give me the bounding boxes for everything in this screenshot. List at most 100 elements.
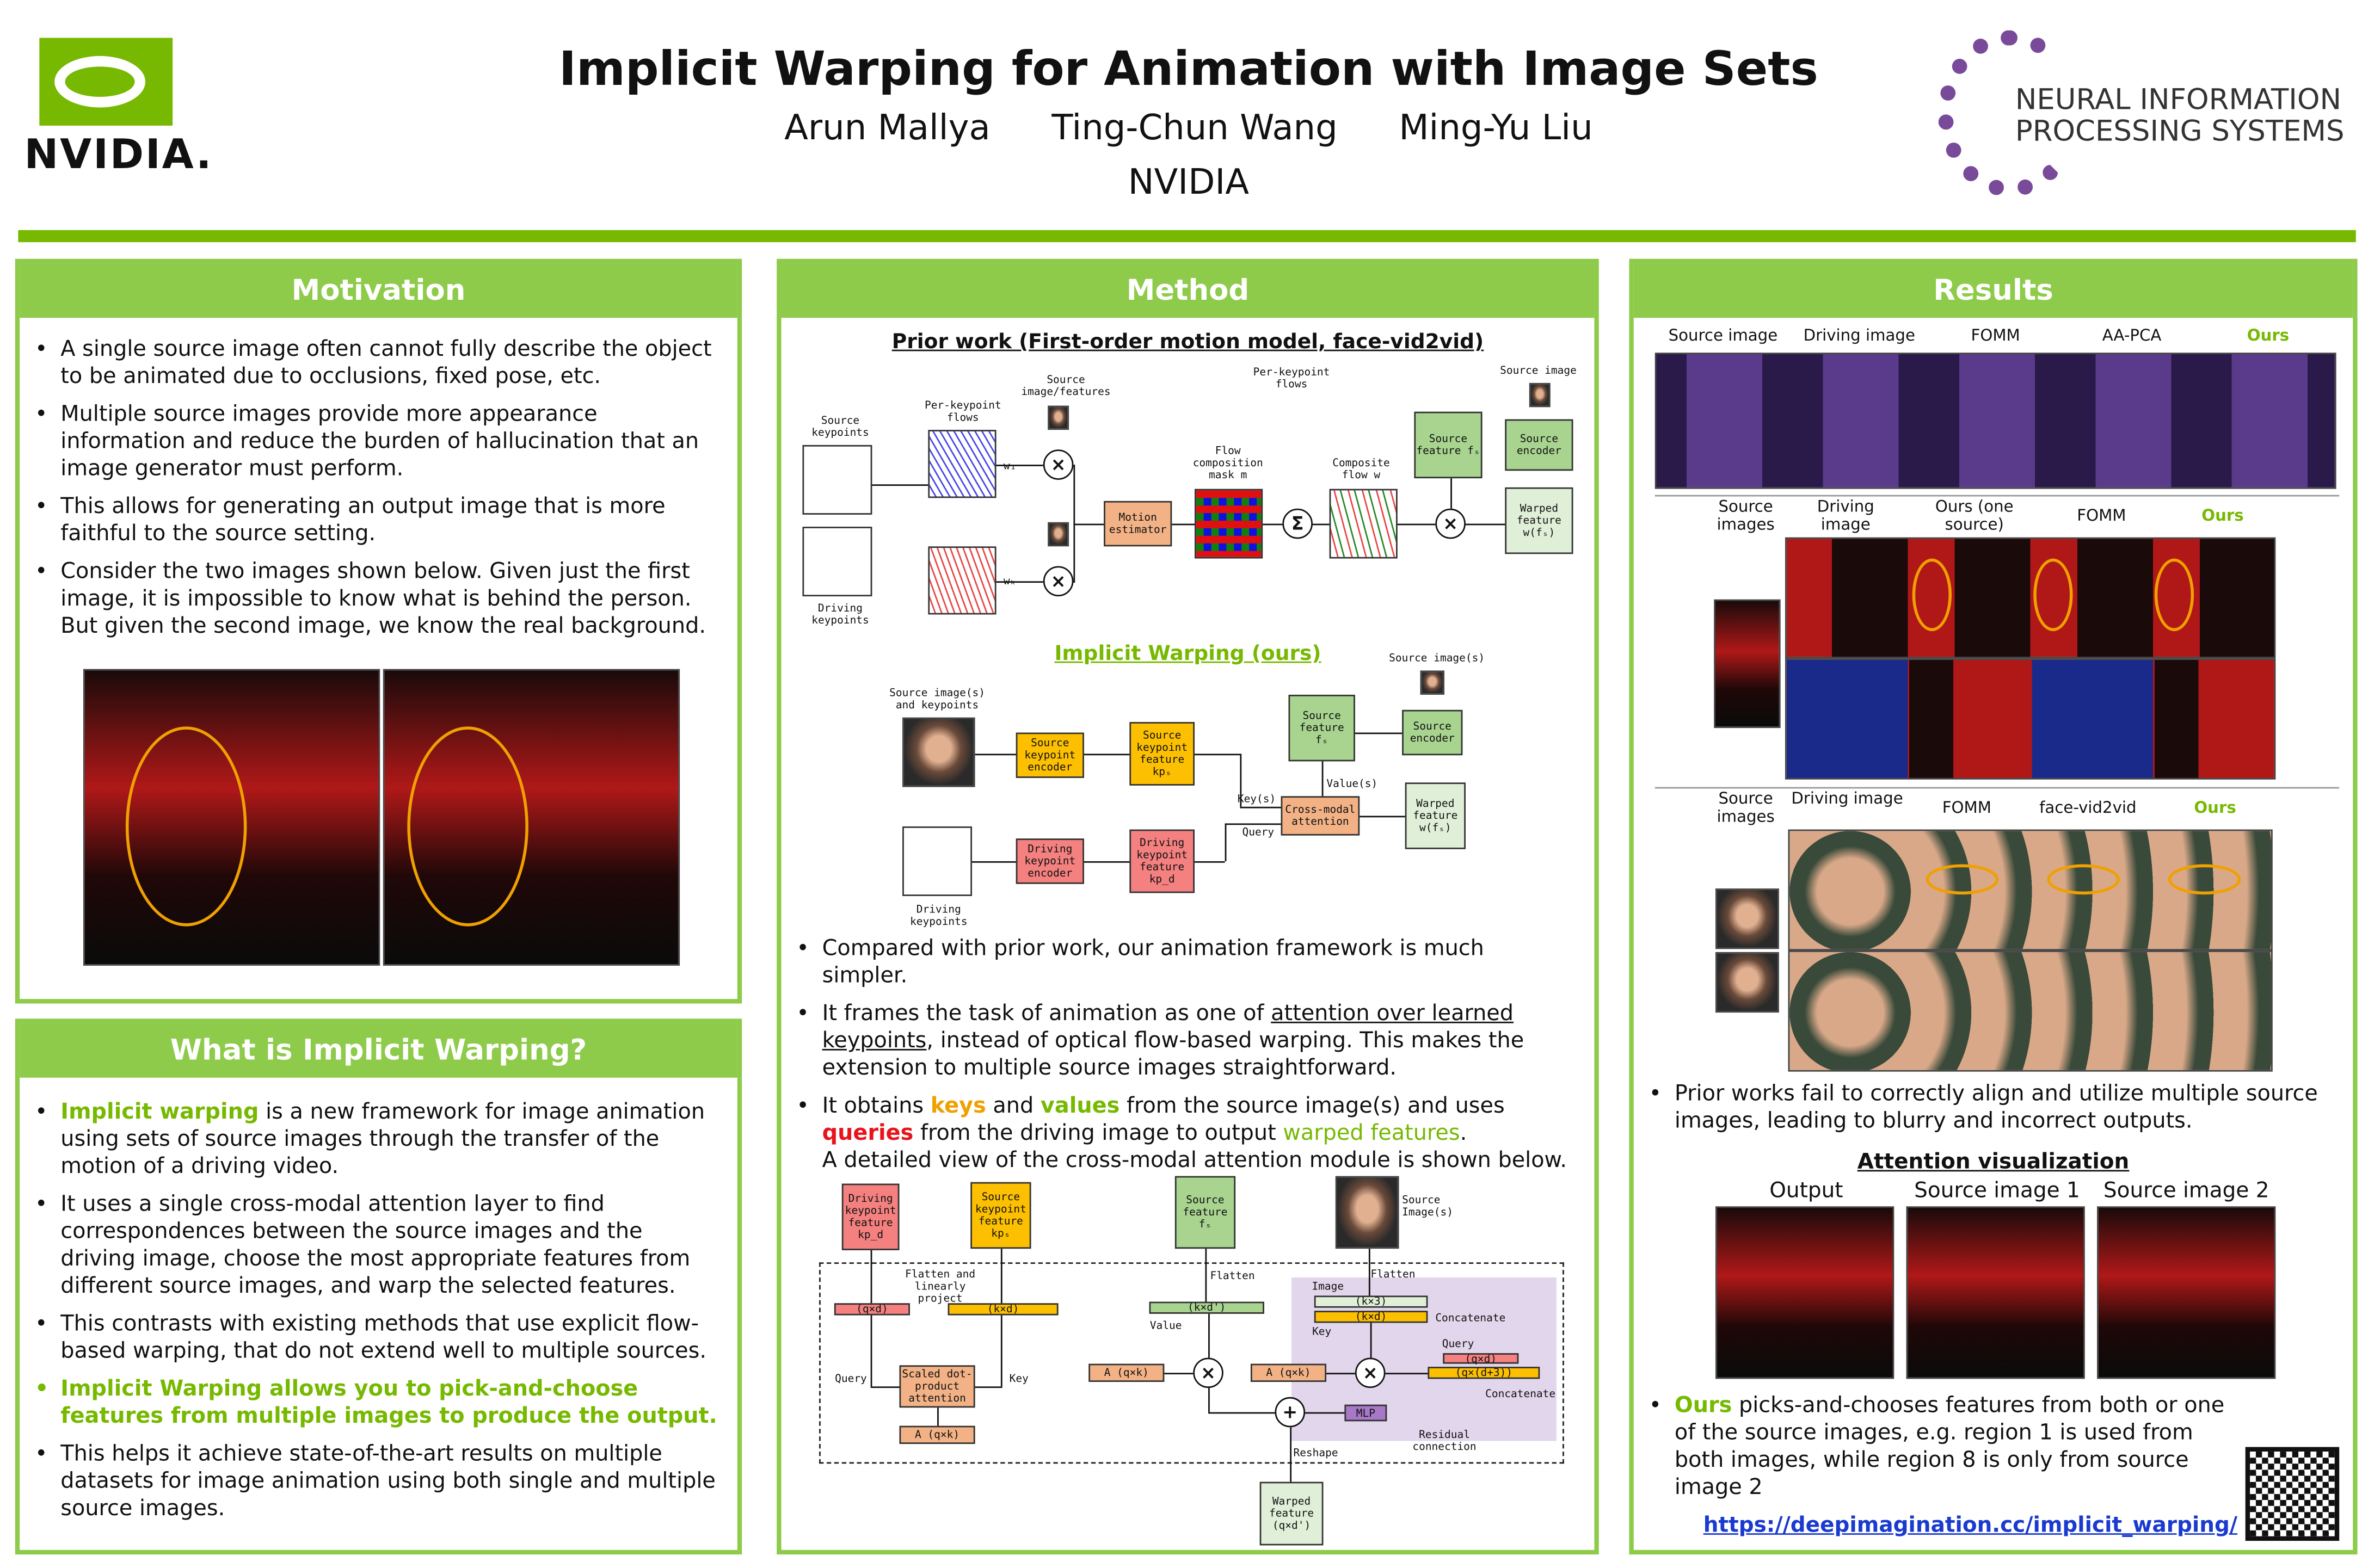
column-label: Source images [1717,498,1775,535]
composite-flow-image [1329,489,1398,559]
source-kp-feature-box: Source keypoint feature kpₛ [1129,722,1195,786]
highlight-text: Implicit warping [60,1100,259,1125]
driving-kp-encoder-box: Driving keypoint encoder [1016,838,1084,884]
bullet: A single source image often cannot fully… [20,336,716,391]
warped-feature-box: Warped feature w(fₛ) [1405,782,1466,849]
project-link[interactable]: https://deepimagination.cc/implicit_warp… [1703,1514,2238,1538]
label: Source image/features [1021,374,1111,398]
author: Arun Mallya [784,109,991,149]
warped-feature-box: Warped feature (q×d') [1259,1481,1324,1546]
label: Query [1242,826,1275,839]
label: Key [1312,1326,1332,1338]
column-label: Source images [1717,790,1775,826]
bullet-text: , instead of optical flow-based warping.… [822,1029,1524,1081]
header-divider [18,230,2356,243]
source-thumb [1048,405,1069,430]
label: Flatten and linearly project [905,1268,976,1305]
motivation-panel: Motivation A single source image often c… [15,258,742,1004]
flow-map-1 [928,430,997,498]
label: Per-keypoint flows [1253,366,1330,391]
key-bar: (k×d) [948,1303,1059,1316]
keys-text: keys [930,1094,986,1119]
column-label: face-vid2vid [2039,799,2137,818]
attention-source1-image [1906,1206,2085,1379]
column-label: Ours [2201,507,2244,526]
highlight-ellipse [2168,864,2241,895]
attention-matrix-box: A (q×k) [1088,1363,1165,1382]
sdpa-box: Scaled dot-product attention [899,1365,975,1408]
highlight-ellipse [407,726,528,927]
bullet: Multiple source images provide more appe… [20,401,716,483]
driving-kp-feature-box: Driving keypoint feature kp_d [841,1183,900,1250]
multiply-icon: × [1043,566,1074,597]
label: Source image(s) [1389,652,1485,665]
qr-code-icon [2245,1447,2340,1541]
column-label: Driving image [1803,326,1915,345]
source-images-stack [1335,1176,1399,1249]
highlight-ellipse [2154,558,2194,632]
source-encoder-box: Source encoder [1505,419,1573,471]
highlight-ellipse [2033,558,2073,632]
flow-map-k [928,546,997,615]
results-title: Results [1633,263,2353,318]
column-label: FOMM [2077,507,2126,526]
bullet: Prior works fail to correctly align and … [1634,1081,2346,1135]
neurips-text: PROCESSING SYSTEMS [2015,115,2345,149]
driving-keypoints-image [802,527,872,597]
neurips-logo: NEURAL INFORMATION PROCESSING SYSTEMS [1930,23,2354,205]
bullet: It uses a single cross-modal attention l… [20,1191,722,1300]
cross-modal-attention-box: Cross-modal attention [1281,796,1360,836]
source-image-stack [902,717,975,787]
source-thumb [1420,670,1445,695]
image-bar: (k×3) [1314,1295,1428,1308]
bullet: This helps it achieve state-of-the-art r… [20,1441,722,1522]
bullet-text: from the driving image to output [913,1121,1283,1146]
column-label: FOMM [1971,326,2020,345]
source-images-thumb [1714,599,1781,729]
column-label: Ours (one source) [1935,498,2014,535]
bullet: Consider the two images shown below. Giv… [20,559,716,640]
results-panel: Results Source image Driving image FOMM … [1629,258,2358,1555]
label: Flatten [1370,1268,1416,1281]
label: w₁ [1002,460,1018,472]
what-title: What is Implicit Warping? [20,1023,737,1078]
driving-keypoints-image [902,826,973,896]
source-feature-box: Source feature fₛ [1288,694,1355,762]
label: Key [1009,1373,1029,1385]
label: Driving keypoints [910,903,968,928]
result-image-row3b [1788,950,2273,1072]
column-label: Source image 1 [1914,1179,2080,1203]
attention-source2-image [2097,1206,2276,1379]
source-keypoints-image [802,445,872,515]
prior-work-title: Prior work (First-order motion model, fa… [891,330,1484,354]
attention-output-image [1715,1206,1894,1379]
source-images-thumb [1715,888,1779,949]
driving-kp-feature-box: Driving keypoint feature kp_d [1129,829,1195,893]
motivation-title: Motivation [20,263,737,318]
bullet-text: It obtains [822,1094,931,1119]
multiply-icon: × [1355,1357,1386,1388]
nvidia-eye-icon [39,38,173,126]
attention-matrix-box: A (q×k) [1250,1363,1327,1382]
query-bar: (q×d) [834,1303,910,1316]
query-bar: (q×d) [1443,1353,1519,1365]
label: Source keypoints [811,415,869,439]
warped-text: warped features [1283,1121,1460,1146]
attention-viz-title: Attention visualization [1857,1150,2130,1175]
source-kp-encoder-box: Source keypoint encoder [1016,732,1084,778]
mlp-box: MLP [1344,1404,1387,1422]
bullet-text: picks-and-chooses features from both or … [1674,1394,2225,1500]
label: Concatenate [1485,1388,1556,1400]
bullet-text: is a new framework for image animation u… [60,1100,705,1180]
bullet-text: It frames the task of animation as one o… [822,1002,1271,1027]
key-bar: (k×d) [1314,1311,1428,1323]
label: Flow composition mask m [1192,445,1263,481]
label: Residual connection [1412,1429,1477,1453]
column-label: Ours [2247,326,2290,345]
label: Value [1149,1319,1182,1332]
result-image-row2b [1785,658,2276,780]
authors: Arun Mallya Ting-Chun Wang Ming-Yu Liu [712,109,1666,148]
source-feature-box: Source feature fₛ [1174,1176,1236,1249]
highlight-ellipse [1912,558,1952,632]
